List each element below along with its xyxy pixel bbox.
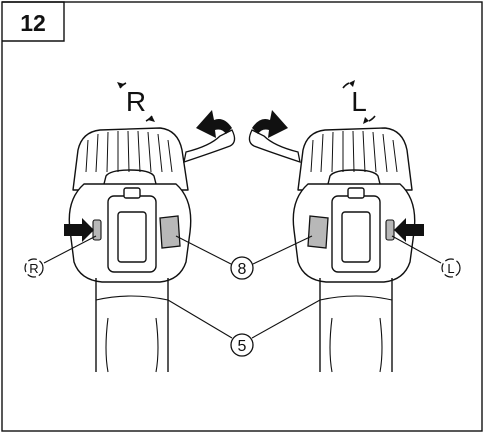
rotation-right-letter: R xyxy=(126,86,146,117)
leader-part-8-right xyxy=(252,235,313,265)
curved-arrow-icon xyxy=(183,129,236,163)
leader-small-r xyxy=(43,235,97,264)
svg-text:5: 5 xyxy=(238,338,247,355)
callout-part-8: 8 xyxy=(230,256,254,280)
rotation-direction-left-icon: L xyxy=(342,80,376,124)
leader-part-5-left xyxy=(167,299,233,339)
drill-left-view xyxy=(68,127,192,373)
label-small-l: L xyxy=(441,258,461,278)
drill-left-switch-lever xyxy=(159,215,181,249)
figure-number: 12 xyxy=(20,10,46,36)
figure-number-tab xyxy=(2,1,65,42)
leader-part-5-right xyxy=(251,299,321,339)
leader-part-8-left xyxy=(175,235,232,265)
curved-arrow-icon-right xyxy=(248,129,301,163)
push-arrow-icon xyxy=(64,218,94,242)
push-arrow-icon-right xyxy=(394,218,424,242)
svg-text:8: 8 xyxy=(238,261,247,278)
rotation-direction-right-icon: R xyxy=(117,82,155,122)
curved-arrow-head-icon-right xyxy=(252,110,288,138)
label-small-r: R xyxy=(24,258,44,278)
drill-right-view xyxy=(292,127,416,373)
rotation-left-letter: L xyxy=(351,86,367,117)
svg-text:R: R xyxy=(29,261,38,276)
leader-small-l xyxy=(391,235,442,264)
drill-right-switch-lever xyxy=(307,215,329,249)
callout-part-5: 5 xyxy=(230,333,254,357)
curved-arrow-head-icon xyxy=(196,110,232,138)
svg-text:L: L xyxy=(447,261,454,276)
